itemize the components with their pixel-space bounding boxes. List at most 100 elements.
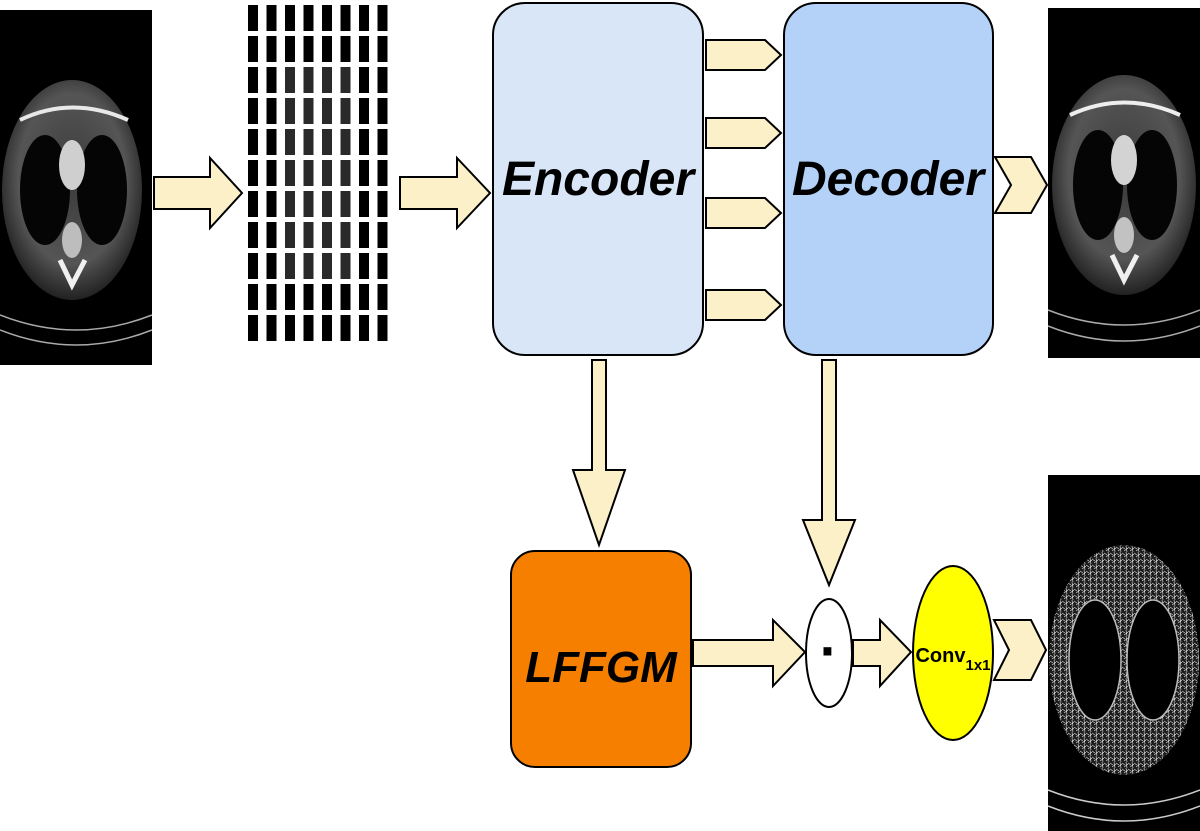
arrow-decoder-to-output	[993, 156, 1049, 214]
image-patch	[340, 36, 351, 62]
image-patch	[322, 67, 332, 93]
decoder-label: Decoder	[792, 153, 986, 206]
image-patch	[322, 222, 332, 248]
image-patch	[377, 284, 388, 310]
decoder-block: Decoder	[783, 2, 994, 356]
image-patch	[285, 191, 295, 217]
image-patch	[303, 191, 314, 217]
image-patch	[322, 160, 332, 186]
image-patch	[359, 36, 369, 62]
image-patch	[340, 253, 351, 279]
image-patch	[303, 5, 314, 31]
image-patch	[266, 67, 277, 93]
image-patch	[303, 67, 314, 93]
image-patch	[359, 315, 369, 341]
image-patch	[266, 284, 277, 310]
image-patch	[266, 191, 277, 217]
image-patch	[266, 129, 277, 155]
arrow-product-to-conv	[852, 617, 913, 689]
ct-scan-edge-map-image	[1047, 475, 1200, 831]
image-patch	[303, 284, 314, 310]
skip-arrow-3	[705, 197, 783, 229]
image-patch	[377, 253, 388, 279]
product-symbol: ·	[820, 619, 839, 682]
conv-label: Conv	[915, 645, 966, 667]
ct-scan-input-image	[0, 10, 153, 365]
image-patch	[322, 315, 332, 341]
image-patch	[248, 36, 258, 62]
image-patch	[248, 191, 258, 217]
image-patch	[266, 160, 277, 186]
image-patch	[266, 222, 277, 248]
image-patch	[285, 315, 295, 341]
image-patch	[303, 315, 314, 341]
encoder-label: Encoder	[502, 153, 696, 206]
image-patch	[359, 67, 369, 93]
image-patch	[377, 222, 388, 248]
arrow-encoder-to-lffgm	[571, 359, 627, 549]
skip-arrow-1	[705, 39, 783, 71]
image-patch	[303, 160, 314, 186]
image-patch	[340, 191, 351, 217]
image-patch	[285, 222, 295, 248]
arrow-conv-to-edge-map	[992, 619, 1048, 681]
image-patch	[285, 129, 295, 155]
image-patch	[377, 160, 388, 186]
arrow-decoder-to-product	[801, 359, 857, 588]
image-patch	[248, 253, 258, 279]
conv-subscript: 1x1	[965, 657, 990, 674]
image-patch	[359, 160, 369, 186]
ct-scan-output-image	[1047, 8, 1200, 358]
image-patch	[377, 315, 388, 341]
image-patch	[359, 129, 369, 155]
image-patch	[359, 5, 369, 31]
image-patch	[303, 129, 314, 155]
image-patch	[248, 284, 258, 310]
image-patch	[285, 98, 295, 124]
image-patch	[248, 98, 258, 124]
image-patch	[248, 129, 258, 155]
image-patch	[285, 284, 295, 310]
image-patch	[322, 5, 332, 31]
ct-scan-patches-image	[245, 5, 395, 345]
svg-text:Conv1x1: Conv1x1	[915, 645, 990, 674]
image-patch	[285, 67, 295, 93]
image-patch	[248, 67, 258, 93]
image-patch	[303, 98, 314, 124]
image-patch	[377, 36, 388, 62]
image-patch	[322, 98, 332, 124]
image-patch	[248, 315, 258, 341]
image-patch	[377, 5, 388, 31]
image-patch	[377, 129, 388, 155]
lffgm-block: LFFGM	[510, 550, 692, 768]
image-patch	[266, 5, 277, 31]
image-patch	[266, 315, 277, 341]
image-patch	[303, 253, 314, 279]
image-patch	[322, 284, 332, 310]
image-patch	[340, 98, 351, 124]
image-patch	[322, 36, 332, 62]
image-patch	[322, 253, 332, 279]
arrow-lffgm-to-product	[692, 617, 807, 689]
conv1x1-node: Conv1x1	[912, 565, 994, 741]
image-patch	[285, 36, 295, 62]
image-patch	[285, 253, 295, 279]
image-patch	[340, 315, 351, 341]
image-patch	[322, 191, 332, 217]
image-patch	[359, 191, 369, 217]
arrow-input-to-patches	[153, 155, 244, 231]
image-patch	[340, 222, 351, 248]
image-patch	[340, 284, 351, 310]
image-patch	[340, 67, 351, 93]
lffgm-label: LFFGM	[525, 643, 678, 692]
image-patch	[303, 222, 314, 248]
image-patch	[359, 284, 369, 310]
image-patch	[303, 36, 314, 62]
image-patch	[248, 222, 258, 248]
image-patch	[359, 222, 369, 248]
elementwise-product-node: ·	[805, 598, 853, 708]
image-patch	[248, 5, 258, 31]
image-patch	[377, 191, 388, 217]
skip-arrow-4	[705, 289, 783, 321]
